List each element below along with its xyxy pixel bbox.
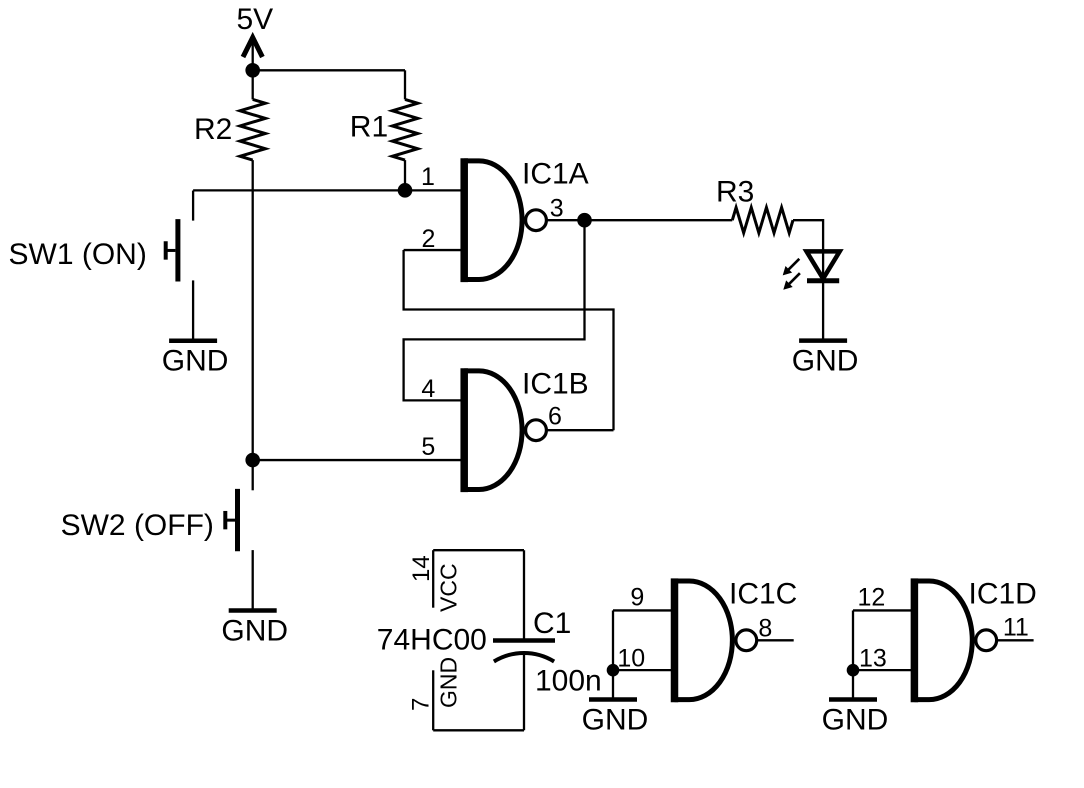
svg-text:74HC00: 74HC00	[377, 624, 487, 657]
svg-text:IC1C: IC1C	[729, 578, 797, 611]
svg-text:4: 4	[421, 375, 435, 403]
svg-text:10: 10	[617, 645, 645, 673]
svg-text:2: 2	[422, 225, 436, 253]
svg-text:100n: 100n	[535, 664, 602, 697]
svg-text:IC1D: IC1D	[969, 578, 1037, 611]
svg-text:IC1B: IC1B	[522, 368, 589, 401]
svg-text:13: 13	[859, 645, 887, 673]
svg-text:SW1 (ON): SW1 (ON)	[9, 238, 147, 271]
svg-text:5V: 5V	[237, 3, 274, 36]
svg-text:R2: R2	[194, 113, 232, 146]
svg-text:3: 3	[550, 195, 564, 223]
svg-text:8: 8	[758, 615, 772, 643]
svg-text:R3: R3	[716, 175, 754, 208]
svg-text:12: 12	[857, 584, 885, 612]
svg-text:GND: GND	[435, 657, 461, 708]
svg-text:6: 6	[548, 402, 562, 430]
svg-text:11: 11	[1003, 613, 1029, 641]
svg-text:SW2 (OFF): SW2 (OFF)	[61, 509, 214, 542]
svg-text:7: 7	[408, 698, 435, 711]
svg-text:R1: R1	[350, 111, 388, 144]
svg-text:1: 1	[421, 163, 435, 191]
svg-text:9: 9	[630, 584, 644, 612]
svg-text:14: 14	[408, 555, 435, 582]
svg-text:C1: C1	[533, 607, 571, 640]
svg-text:IC1A: IC1A	[522, 158, 589, 191]
svg-text:VCC: VCC	[435, 563, 461, 612]
svg-text:5: 5	[421, 433, 435, 461]
